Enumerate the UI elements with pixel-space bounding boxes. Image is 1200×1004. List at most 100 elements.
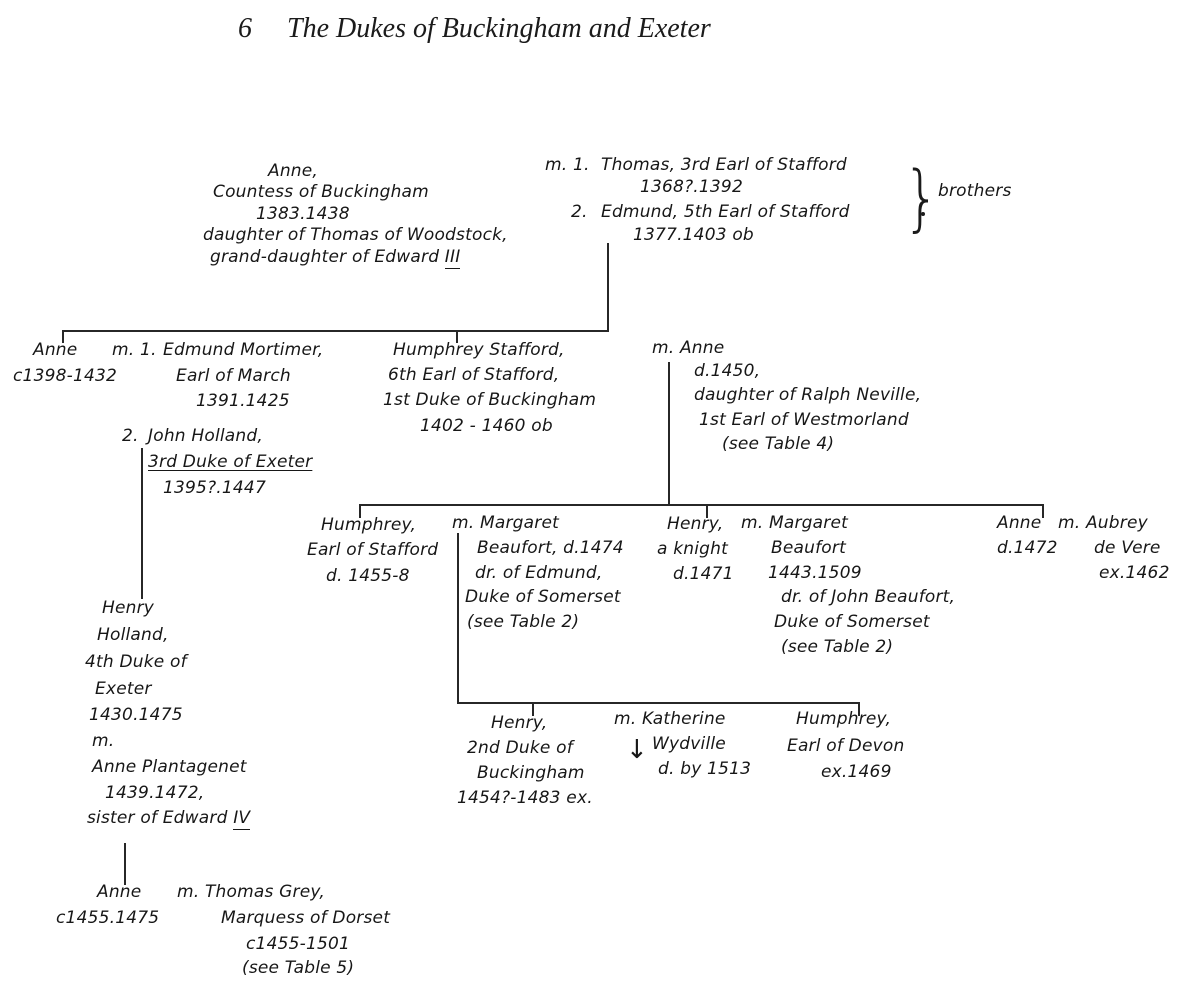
humphrey-duke-dates: 1402 - 1460 ob	[420, 416, 553, 436]
anne-holland-dates: c1455.1475	[56, 908, 160, 928]
anne-countess-dates: 1383.1438	[256, 204, 350, 224]
edmund-mortimer-name: Edmund Mortimer,	[163, 340, 324, 360]
humphrey-earl-name: Humphrey,	[321, 515, 417, 535]
margaret-elder-l1: m. Margaret	[452, 513, 559, 533]
humphrey-devon-name: Humphrey,	[796, 709, 892, 729]
humphrey-devon-title: Earl of Devon	[787, 736, 905, 756]
katherine-wydville-l1: m. Katherine	[614, 709, 726, 729]
john-holland-title: 3rd Duke of Exeter	[148, 452, 313, 472]
connector-neville-descent	[668, 362, 670, 505]
connector-tick-humphrey-duke	[456, 330, 458, 343]
henry-2nd-duke-dates: 1454?-1483 ex.	[457, 788, 593, 808]
issue-arrow-icon: ↓	[626, 735, 648, 765]
connector-beaufort-descent	[457, 533, 459, 704]
margaret-younger-l1: m. Margaret	[741, 513, 848, 533]
connector-tick-anne	[62, 330, 64, 343]
margaret-younger-table-ref: (see Table 2)	[781, 637, 894, 657]
henry-knight-dates: d.1471	[673, 564, 734, 584]
connector-tick-humphrey-earl	[359, 504, 361, 518]
page-number: 6	[238, 13, 252, 44]
anne-holland-name: Anne	[97, 882, 142, 902]
anne-mortimer-name: Anne	[33, 340, 78, 360]
husband1-name: Thomas, 3rd Earl of Stafford	[601, 155, 847, 175]
anne-plantagenet-descent: sister of Edward IV	[87, 808, 251, 830]
connector-tick-humphrey-devon	[858, 702, 860, 716]
edmund-mortimer-prefix: m. 1.	[112, 340, 157, 360]
margaret-elder-table-ref: (see Table 2)	[467, 612, 580, 632]
anne-neville-father-title: 1st Earl of Westmorland	[699, 410, 909, 430]
husband2-prefix: 2.	[571, 202, 588, 222]
thomas-grey-table-ref: (see Table 5)	[242, 958, 355, 978]
anne-stafford-dates: d.1472	[997, 538, 1058, 558]
anne-mortimer-dates: c1398-1432	[13, 366, 118, 386]
anne-countess-name: Anne,	[268, 161, 319, 181]
henry-holland-dates: 1430.1475	[89, 705, 183, 725]
thomas-grey-title: Marquess of Dorset	[221, 908, 391, 928]
henry-holland-l4: Exeter	[95, 679, 152, 699]
henry-2nd-duke-l3: Buckingham	[477, 763, 585, 783]
anne-countess-descent: grand-daughter of Edward III	[210, 247, 461, 269]
margaret-elder-l2: Beaufort, d.1474	[477, 538, 624, 558]
katherine-wydville-dates: d. by 1513	[658, 759, 752, 779]
humphrey-devon-dates: ex.1469	[821, 762, 892, 782]
husband2-dates: 1377.1403 ob	[633, 225, 754, 245]
john-holland-prefix: 2.	[122, 426, 139, 446]
edward-iii-numeral: III	[444, 247, 461, 269]
connector-tick-henry-2nd-duke	[532, 702, 534, 716]
anne-neville-dates: d.1450,	[694, 361, 761, 381]
henry-holland-l3: 4th Duke of	[85, 652, 187, 672]
page-title: The Dukes of Buckingham and Exeter	[287, 13, 711, 44]
husband1-dates: 1368?.1392	[640, 177, 743, 197]
margaret-younger-l3: 1443.1509	[768, 563, 862, 583]
anne-plantagenet-dates: 1439.1472,	[105, 783, 205, 803]
margaret-younger-l2: Beaufort	[771, 538, 846, 558]
aubrey-surname: de Vere	[1094, 538, 1161, 558]
henry-knight-name: Henry,	[667, 514, 724, 534]
edmund-mortimer-dates: 1391.1425	[196, 391, 290, 411]
humphrey-duke-title1: 6th Earl of Stafford,	[388, 365, 560, 385]
thomas-grey-dates: c1455-1501	[246, 934, 351, 954]
john-holland-dates: 1395?.1447	[163, 478, 266, 498]
anne-stafford-name: Anne	[997, 513, 1042, 533]
anne-plantagenet-name: Anne Plantagenet	[92, 757, 247, 777]
connector-tick-anne-stafford	[1042, 504, 1044, 518]
humphrey-duke-title2: 1st Duke of Buckingham	[383, 390, 597, 410]
margaret-elder-l4: Duke of Somerset	[465, 587, 621, 607]
connector-descent-main	[607, 243, 609, 332]
henry-holland-m: m.	[92, 731, 115, 751]
aubrey-dates: ex.1462	[1099, 563, 1170, 583]
connector-gen4-bar	[457, 702, 860, 704]
humphrey-earl-title: Earl of Stafford	[307, 540, 439, 560]
brothers-label: brothers	[938, 181, 1012, 201]
henry-knight-desc: a knight	[657, 539, 728, 559]
henry-holland-l2: Holland,	[97, 625, 169, 645]
anne-neville-name: m. Anne	[652, 338, 725, 358]
connector-holland-descent	[141, 448, 143, 599]
aubrey-name: m. Aubrey	[1058, 513, 1148, 533]
humphrey-duke-name: Humphrey Stafford,	[393, 340, 565, 360]
connector-anne-holland-descent	[124, 843, 126, 885]
anne-neville-table-ref: (see Table 4)	[722, 434, 835, 454]
margaret-younger-l4: dr. of John Beaufort,	[781, 587, 956, 607]
connector-gen3-bar	[359, 504, 1044, 506]
edward-iv-numeral: IV	[233, 808, 251, 830]
brothers-brace: }	[903, 155, 940, 240]
connector-tick-henry-knight	[706, 504, 708, 518]
margaret-younger-l5: Duke of Somerset	[774, 612, 930, 632]
henry-holland-l1: Henry	[102, 598, 155, 618]
edmund-mortimer-title: Earl of March	[176, 366, 291, 386]
humphrey-earl-dates: d. 1455-8	[326, 566, 410, 586]
thomas-grey-name: m. Thomas Grey,	[177, 882, 325, 902]
husband1-prefix: m. 1.	[545, 155, 590, 175]
margaret-elder-l3: dr. of Edmund,	[475, 563, 603, 583]
connector-gen2-bar	[62, 330, 609, 332]
katherine-wydville-l2: Wydville	[652, 734, 726, 754]
anne-countess-parentage: daughter of Thomas of Woodstock,	[203, 225, 508, 245]
husband2-name: Edmund, 5th Earl of Stafford	[601, 202, 850, 222]
john-holland-name: John Holland,	[148, 426, 263, 446]
anne-neville-parentage: daughter of Ralph Neville,	[694, 385, 922, 405]
henry-2nd-duke-l2: 2nd Duke of	[467, 738, 573, 758]
henry-2nd-duke-l1: Henry,	[491, 713, 548, 733]
brace-dot	[921, 212, 925, 216]
